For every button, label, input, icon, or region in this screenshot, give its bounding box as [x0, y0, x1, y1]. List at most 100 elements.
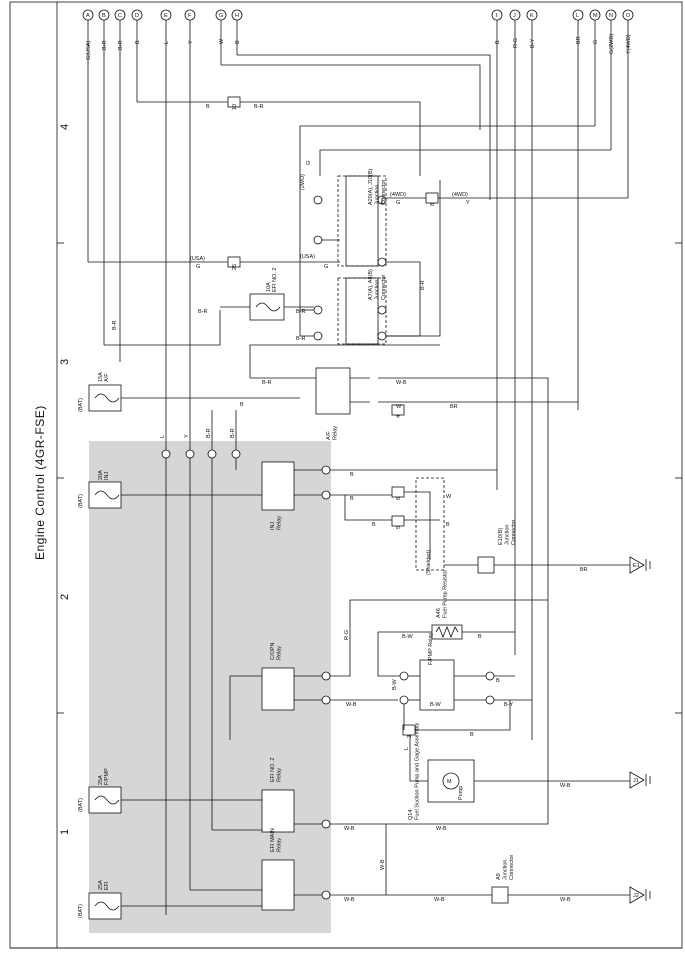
relay-copn: C/OPNRelay	[229, 599, 548, 740]
svg-text:W-B: W-B	[560, 897, 571, 903]
svg-text:G: G	[196, 264, 200, 270]
wire-labels: B-R B (2WD) G (4WD) (4WD) G Y (USA) G (U…	[112, 104, 588, 903]
page-title: Engine Control (4GR-FSE)	[33, 405, 47, 560]
terminal-A: A	[82, 9, 94, 21]
svg-text:B: B	[350, 472, 354, 478]
svg-text:K: K	[530, 13, 534, 19]
svg-text:EFI MAINRelay: EFI MAINRelay	[270, 828, 283, 852]
pin-tag-4	[391, 404, 405, 416]
svg-text:G(2WD): G(2WD)	[609, 34, 615, 54]
terminal-K: K	[526, 9, 538, 21]
svg-text:F: F	[188, 13, 192, 19]
svg-text:W-B: W-B	[344, 826, 355, 832]
terminal-N: N	[605, 9, 617, 21]
top-routing	[88, 54, 628, 346]
terminal-H: H	[231, 9, 243, 21]
svg-text:G: G	[219, 13, 223, 19]
svg-text:L: L	[164, 41, 170, 44]
svg-text:G: G	[396, 200, 400, 206]
relay-block-shading	[89, 441, 331, 933]
svg-text:B-R: B-R	[296, 309, 306, 315]
terminal-C: C	[114, 9, 126, 21]
svg-text:B-R: B-R	[206, 429, 212, 439]
fuel-pump: M Pump Q14Fuel Suction Pump and Gage Ass…	[403, 700, 630, 820]
svg-text:Pump: Pump	[458, 786, 464, 800]
zone-ticks	[57, 242, 682, 714]
svg-text:8: 8	[430, 203, 436, 206]
svg-text:(BAT): (BAT)	[78, 798, 84, 812]
zone-label-2: 2	[59, 594, 71, 600]
svg-text:(4WD): (4WD)	[390, 192, 406, 198]
svg-text:B: B	[206, 104, 210, 110]
svg-text:G: G	[324, 264, 328, 270]
svg-text:(4WD): (4WD)	[452, 192, 468, 198]
svg-text:A/F: A/F	[104, 373, 110, 382]
fuel-pump-resistor: A46Fuel Pump Resistor	[378, 570, 515, 640]
svg-text:INJRelay: INJRelay	[270, 516, 283, 530]
svg-text:W-B: W-B	[434, 897, 445, 903]
svg-text:L: L	[576, 13, 579, 19]
svg-text:E10(B)JunctionConnector: E10(B)JunctionConnector	[498, 519, 517, 545]
svg-text:F/PMP: F/PMP	[104, 768, 110, 785]
relay-efi-no2: EFI NO. 2Relay	[212, 625, 549, 833]
svg-text:N: N	[609, 13, 613, 19]
svg-text:B-R: B-R	[262, 380, 272, 386]
svg-text:(BAT): (BAT)	[78, 398, 84, 412]
svg-text:EFI NO. 2: EFI NO. 2	[272, 268, 278, 292]
svg-text:J: J	[513, 13, 516, 19]
svg-text:G(USA): G(USA)	[86, 41, 92, 60]
pin-tag-10	[227, 96, 241, 108]
svg-text:W: W	[396, 404, 402, 410]
svg-text:J1: J1	[633, 778, 639, 784]
svg-text:A9JunctionConnector: A9JunctionConnector	[496, 854, 515, 880]
svg-text:10: 10	[232, 104, 238, 110]
svg-text:B-R: B-R	[118, 41, 124, 51]
svg-text:R-G: R-G	[513, 38, 519, 48]
junction-connector-e10: E10(B)JunctionConnector	[444, 519, 630, 574]
junction-connector-a7-a8: A7(A), A8(B)JunctionConnector	[313, 269, 387, 345]
svg-text:6: 6	[396, 497, 402, 500]
terminal-M: M	[589, 9, 601, 21]
relay-fpmp: F/PMP Relay	[377, 632, 532, 711]
svg-text:W: W	[219, 38, 225, 44]
svg-text:(2WD): (2WD)	[300, 174, 306, 190]
svg-text:B: B	[135, 40, 141, 44]
svg-text:B: B	[470, 732, 474, 738]
svg-text:25: 25	[232, 264, 238, 270]
svg-text:H: H	[235, 13, 239, 19]
top-wire-labels: G(USA) B-R B-R B L Y W B B R-G B-Y BR G …	[86, 34, 632, 60]
junction-wiring	[299, 176, 441, 337]
svg-text:BR: BR	[580, 567, 588, 573]
svg-text:B: B	[235, 40, 241, 44]
svg-text:Y: Y	[188, 40, 194, 44]
svg-text:W-B: W-B	[344, 897, 355, 903]
fuse-efi: 25A EFI (BAT)	[78, 880, 262, 920]
terminal-F: F	[184, 9, 196, 21]
svg-text:G: G	[593, 40, 599, 44]
svg-text:EFI NO. 2Relay: EFI NO. 2Relay	[270, 758, 283, 782]
relay-inj: INJRelay	[261, 461, 497, 530]
junction-connector-a9: A9JunctionConnector	[491, 854, 515, 904]
svg-text:B-R: B-R	[112, 321, 118, 331]
top-terminals: A B C D E F G H I J K L M N O	[82, 9, 634, 21]
svg-text:(Shielded): (Shielded)	[426, 550, 432, 575]
terminal-B: B	[98, 9, 110, 21]
relay-block-feeds	[165, 410, 237, 915]
svg-text:C: C	[118, 13, 122, 19]
svg-text:B-R: B-R	[254, 104, 264, 110]
junction-connector-a20-j10: A20(A), J10(B)JunctionConnector	[313, 168, 387, 267]
svg-text:A/FRelay: A/FRelay	[326, 426, 339, 440]
svg-text:L: L	[404, 747, 410, 750]
zone-numbers: 1 2 3 4	[59, 124, 71, 835]
svg-text:M: M	[593, 13, 598, 19]
svg-text:A20(A), J10(B)JunctionConnecto: A20(A), J10(B)JunctionConnector	[368, 168, 387, 205]
relay-block-top-connectors	[161, 449, 241, 459]
svg-text:G: G	[306, 161, 312, 165]
svg-text:B-R: B-R	[296, 336, 306, 342]
pin-tag-3	[402, 724, 416, 736]
svg-text:W-B: W-B	[346, 702, 357, 708]
relay-af: A/FRelay	[249, 344, 578, 625]
svg-text:L: L	[160, 435, 166, 438]
svg-text:D: D	[135, 13, 139, 19]
svg-text:A: A	[86, 13, 90, 19]
